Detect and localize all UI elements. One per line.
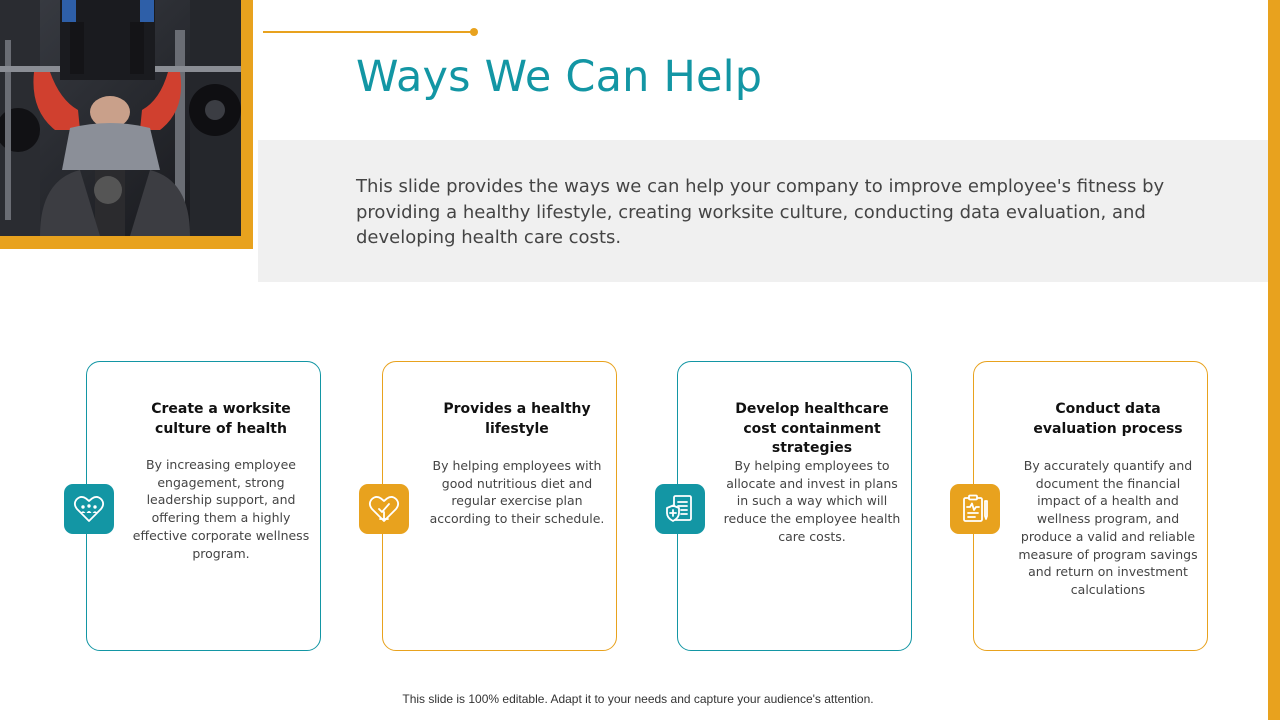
gym-bench-press-photo — [0, 0, 241, 236]
card-body: By accurately quantify and document the … — [1018, 458, 1198, 597]
right-accent-bar — [1268, 0, 1280, 720]
description-band — [258, 140, 1268, 282]
card-body: By helping employees to allocate and inv… — [723, 458, 901, 544]
card-healthy-lifestyle: Provides a healthy lifestyle By helping … — [382, 361, 617, 651]
card-title: Conduct data evaluation process — [1033, 401, 1183, 437]
card-body: By helping employees with good nutritiou… — [429, 458, 605, 527]
card-title: Provides a healthy lifestyle — [443, 401, 591, 437]
clipboard-pulse-icon — [950, 484, 1000, 534]
card-healthcare-cost: Develop healthcare cost containment stra… — [677, 361, 912, 651]
heart-balance-icon — [359, 484, 409, 534]
photo-frame — [0, 0, 253, 249]
heart-people-icon — [64, 484, 114, 534]
slide-footer-note: This slide is 100% editable. Adapt it to… — [402, 692, 874, 706]
card-worksite-culture: Create a worksite culture of health By i… — [86, 361, 321, 651]
title-accent-dot — [470, 28, 478, 36]
card-title: Develop healthcare cost containment stra… — [735, 401, 889, 456]
slide-description: This slide provides the ways we can help… — [356, 176, 1165, 248]
title-accent-line — [263, 31, 471, 33]
page-title: Ways We Can Help — [356, 52, 763, 102]
card-data-evaluation: Conduct data evaluation process By accur… — [973, 361, 1208, 651]
health-document-icon — [655, 484, 705, 534]
card-title: Create a worksite culture of health — [151, 401, 291, 437]
card-body: By increasing employee engagement, stron… — [132, 457, 310, 561]
